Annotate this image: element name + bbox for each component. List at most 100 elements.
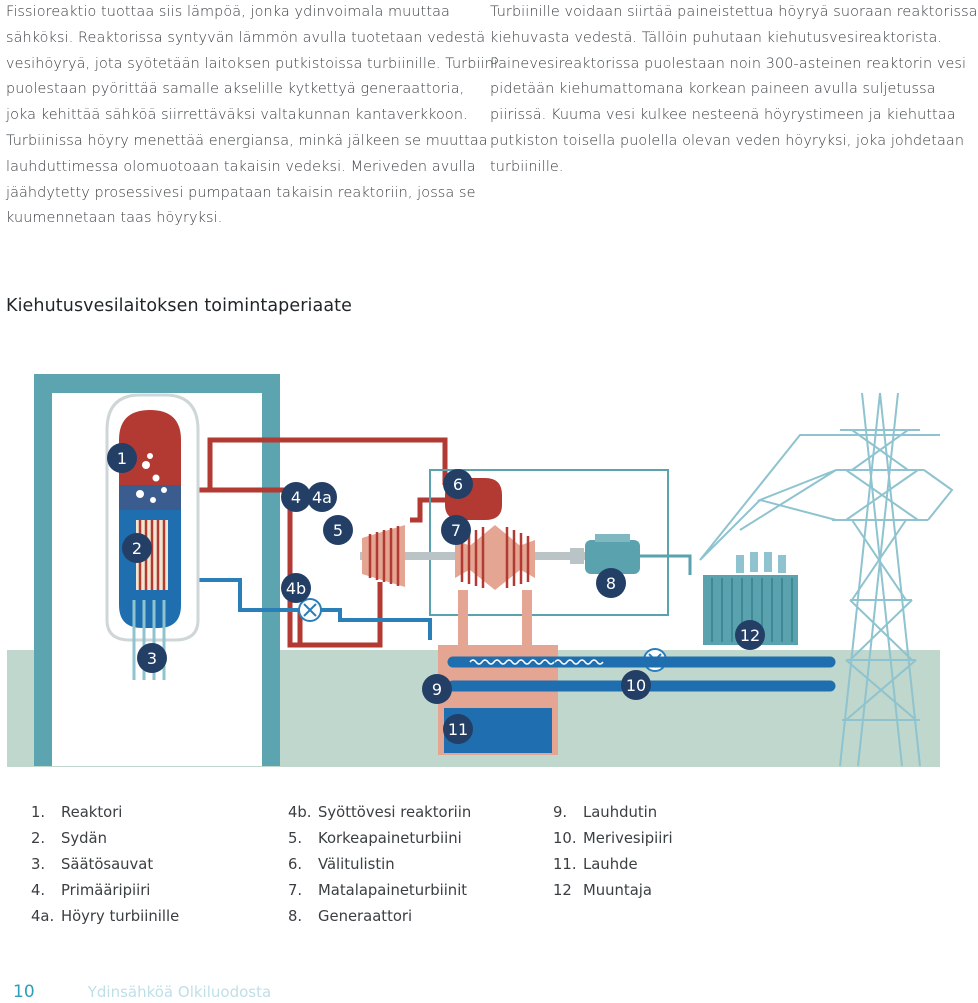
legend-item: 4. Primääripiiri bbox=[31, 878, 179, 904]
legend-item: 2. Sydän bbox=[31, 826, 179, 852]
legend-number: 10. bbox=[553, 830, 577, 847]
legend-item: 8. Generaattori bbox=[288, 904, 471, 930]
paragraph-line: kiehuvasta vedestä. Tällöin puhutaan kie… bbox=[490, 29, 943, 46]
legend-column: 1. Reaktori 2. Sydän 3. Säätösauvat 4. Primä… bbox=[31, 800, 179, 930]
legend-number: 4b. bbox=[288, 804, 312, 821]
badge-8: 8 bbox=[596, 568, 626, 598]
legend-number: 9. bbox=[553, 804, 568, 821]
transformer bbox=[703, 575, 798, 645]
legend-number: 12 bbox=[553, 882, 572, 899]
publication-title: Ydinsähköä Olkiluodosta bbox=[87, 983, 272, 1001]
legend-column: 9. Lauhdutin 10. Merivesipiiri 11. Lauhde 1… bbox=[553, 800, 673, 904]
svg-text:4b: 4b bbox=[286, 579, 306, 598]
svg-text:4: 4 bbox=[291, 488, 301, 507]
legend-item: 7. Matalapaineturbiinit bbox=[288, 878, 471, 904]
paragraph-line: joka kehittää sähköä siirrettäväksi valt… bbox=[6, 107, 468, 124]
badge-4: 4 bbox=[281, 482, 311, 512]
svg-text:4a: 4a bbox=[312, 488, 332, 507]
legend-number: 1. bbox=[31, 804, 46, 821]
paragraph-line: jäähdytetty prosessivesi pumpataan takai… bbox=[6, 184, 476, 201]
pylon-insulators bbox=[736, 552, 786, 573]
legend-label: Reaktori bbox=[61, 804, 123, 821]
paragraph-line: turbiinille. bbox=[490, 158, 564, 175]
legend-label: Syöttövesi reaktoriin bbox=[318, 804, 472, 821]
legend-item: 6.Välitulistin bbox=[288, 852, 471, 878]
badge-10: 10 bbox=[621, 670, 651, 700]
legend-item: 11. Lauhde bbox=[553, 852, 673, 878]
paragraph-line: putkiston toisella puolella olevan veden… bbox=[490, 132, 965, 149]
badge-12: 12 bbox=[735, 620, 765, 650]
body-text-left-column: Fissioreaktio tuottaa siis lämpöä, jonka… bbox=[6, 0, 498, 232]
legend-item: 4a.Höyry turbiinille bbox=[31, 904, 179, 930]
badge-11: 11 bbox=[443, 714, 473, 744]
legend-number: 5. bbox=[288, 830, 303, 847]
svg-text:3: 3 bbox=[147, 649, 157, 668]
paragraph-line: Painevesireaktorissa puolestaan noin 300… bbox=[490, 55, 967, 72]
paragraph-line: puolestaan pyörittää samalle akselille k… bbox=[6, 81, 465, 98]
power-line bbox=[640, 554, 692, 575]
legend-label: Merivesipiiri bbox=[583, 830, 673, 847]
svg-text:8: 8 bbox=[606, 574, 616, 593]
legend-item: 1. Reaktori bbox=[31, 800, 179, 826]
legend-label: Lauhde bbox=[583, 856, 638, 873]
legend-label: Matalapaineturbiinit bbox=[318, 882, 468, 899]
paragraph-line: sähköksi. Reaktorissa syntyvän lämmön av… bbox=[6, 29, 486, 46]
paragraph-line: lauhduttimessa olomuotoaan takaisin vede… bbox=[6, 158, 476, 175]
legend-item: 9. Lauhdutin bbox=[553, 800, 673, 826]
feedwater-pipes bbox=[185, 578, 432, 640]
legend-number: 4a. bbox=[31, 908, 55, 925]
legend-label: Korkeapaineturbiini bbox=[318, 830, 462, 847]
paragraph-line: piirissä. Kuuma vesi kulkee nesteenä höy… bbox=[490, 107, 956, 124]
paragraph-line: Turbiinille voidaan siirtää paineistettu… bbox=[490, 4, 978, 20]
body-text-right-column: Turbiinille voidaan siirtää paineistettu… bbox=[490, 0, 978, 181]
legend-label: Lauhdutin bbox=[583, 804, 658, 821]
page-footer: 10 Ydinsähköä Olkiluodosta bbox=[13, 982, 271, 1002]
badge-9: 9 bbox=[422, 674, 452, 704]
legend-number: 2. bbox=[31, 830, 46, 847]
legend-label: Primääripiiri bbox=[61, 882, 151, 899]
svg-text:6: 6 bbox=[453, 475, 463, 494]
diagram-title: Kiehutusvesilaitoksen toimintaperiaate bbox=[6, 296, 352, 316]
seawater-waves bbox=[469, 659, 604, 665]
page-number: 10 bbox=[13, 982, 35, 1002]
svg-text:2: 2 bbox=[132, 539, 142, 558]
svg-text:10: 10 bbox=[626, 676, 646, 695]
legend-item: 3. Säätösauvat bbox=[31, 852, 179, 878]
svg-text:1: 1 bbox=[117, 449, 127, 468]
badge-2: 2 bbox=[122, 533, 152, 563]
legend-number: 4. bbox=[31, 882, 46, 899]
condensate-columns bbox=[458, 590, 532, 650]
generator bbox=[570, 534, 640, 574]
steam-pipes bbox=[185, 437, 448, 648]
paragraph-line: kuumennetaan taas höyryksi. bbox=[6, 210, 223, 227]
badge-4a: 4a bbox=[307, 482, 337, 512]
bwr-plant-diagram: 1 2 3 4 4a 4b 5 6 7 8 9 10 11 12 bbox=[7, 374, 954, 767]
badge-6: 6 bbox=[443, 469, 473, 499]
legend-item: 10. Merivesipiiri bbox=[553, 826, 673, 852]
legend-number: 3. bbox=[31, 856, 46, 873]
svg-text:7: 7 bbox=[451, 521, 461, 540]
high-pressure-turbine bbox=[362, 525, 405, 587]
legend-label: Sydän bbox=[61, 830, 107, 847]
svg-text:12: 12 bbox=[740, 626, 760, 645]
legend-label: Generaattori bbox=[318, 908, 413, 925]
paragraph-line: vesihöyryä, jota syötetään laitoksen put… bbox=[6, 55, 498, 72]
badge-3: 3 bbox=[137, 643, 167, 673]
transmission-pylon bbox=[699, 392, 954, 767]
badge-5: 5 bbox=[323, 515, 353, 545]
diagram-badges: 1 2 3 4 4a 4b 5 6 7 8 9 10 11 12 bbox=[107, 443, 765, 744]
legend-item: 4b. Syöttövesi reaktoriin bbox=[288, 800, 471, 826]
legend-label: Säätösauvat bbox=[61, 856, 154, 873]
legend-label: Välitulistin bbox=[318, 856, 395, 873]
legend-number: 8. bbox=[288, 908, 303, 925]
svg-text:11: 11 bbox=[448, 720, 468, 739]
badge-1: 1 bbox=[107, 443, 137, 473]
legend-number: 11. bbox=[553, 856, 577, 873]
badge-7: 7 bbox=[441, 515, 471, 545]
paragraph-line: pidetään kiehumattomana korkean paineen … bbox=[490, 81, 936, 98]
svg-text:9: 9 bbox=[432, 680, 442, 699]
legend-column: 4b. Syöttövesi reaktoriin 5. Korkeapainetu… bbox=[288, 800, 471, 930]
legend-number: 7. bbox=[288, 882, 303, 899]
feedwater-pump bbox=[298, 598, 322, 622]
